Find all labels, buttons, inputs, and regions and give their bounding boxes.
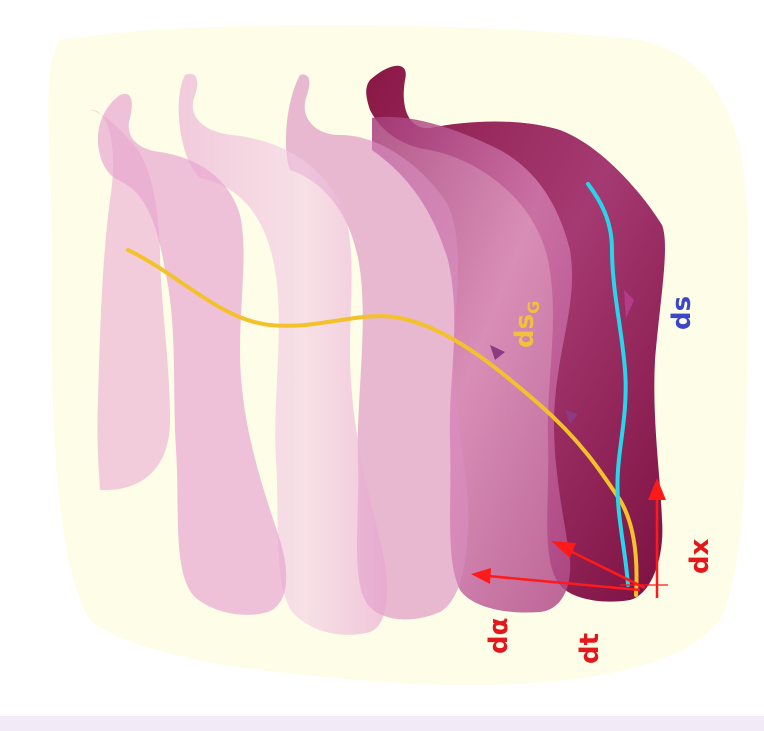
label-ds: ds xyxy=(667,296,697,330)
label-dalpha: dα xyxy=(484,618,514,654)
label-dsg-sub: G xyxy=(524,301,543,314)
label-dx: dx xyxy=(685,538,715,574)
label-dt: dt xyxy=(575,633,605,664)
bottom-band xyxy=(0,716,764,731)
label-dsg-main: ds xyxy=(510,314,540,348)
